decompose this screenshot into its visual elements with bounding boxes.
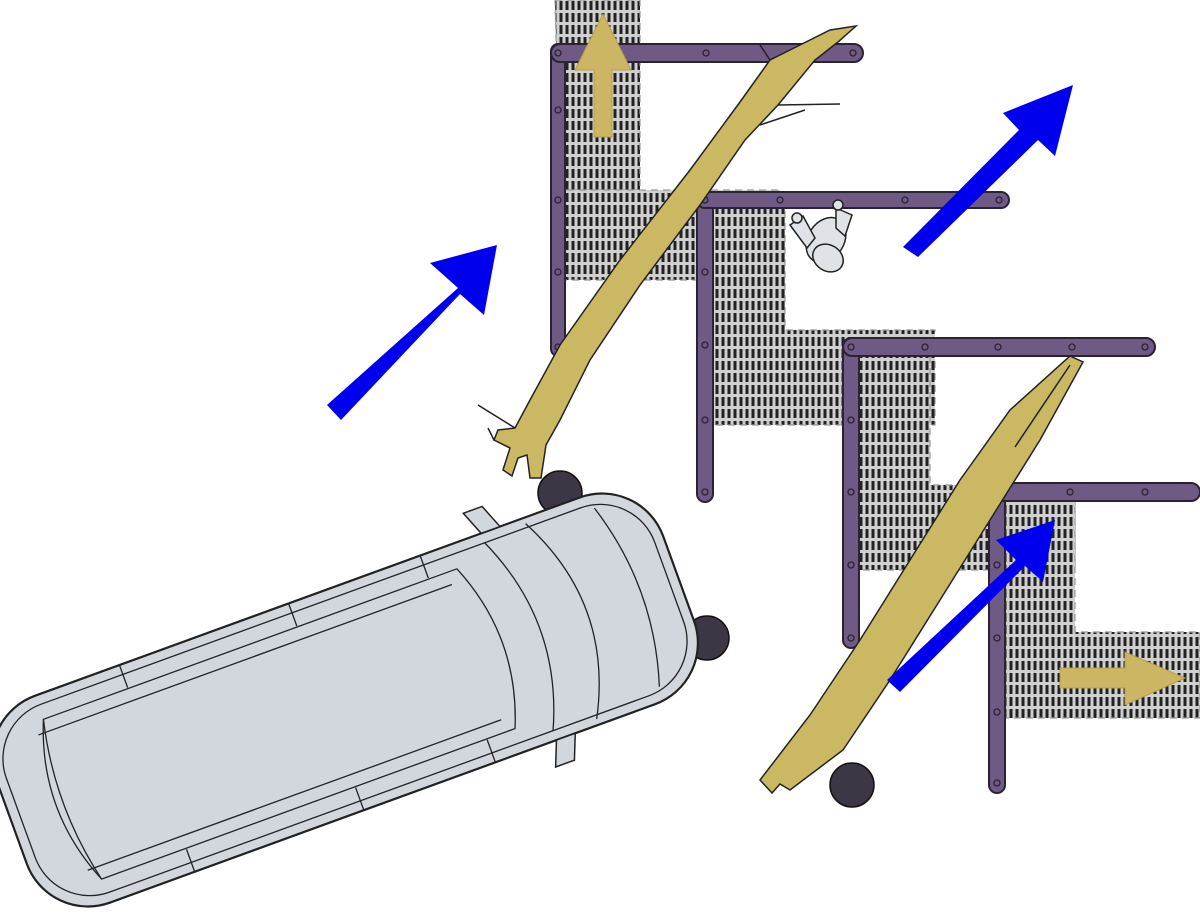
egress-right-arrow-icon bbox=[1059, 651, 1187, 706]
wind-left-arrow-icon bbox=[327, 245, 497, 420]
egress-up-arrow-icon bbox=[574, 12, 632, 138]
rail-3 bbox=[842, 337, 1156, 649]
fallen-tree-upper bbox=[477, 24, 859, 479]
car-icon bbox=[0, 492, 700, 908]
egress-arrows bbox=[574, 12, 1187, 706]
person-icon bbox=[788, 199, 853, 273]
wind-arrows bbox=[327, 85, 1073, 692]
rail-2 bbox=[696, 191, 1010, 503]
wind-lower-right-arrow-icon bbox=[887, 520, 1055, 692]
bollard-3 bbox=[829, 762, 875, 808]
fallen-tree-lower bbox=[759, 355, 1085, 795]
car-body bbox=[0, 492, 700, 908]
wind-upper-right-arrow-icon bbox=[903, 85, 1073, 257]
walkway-platforms bbox=[554, 0, 1200, 719]
